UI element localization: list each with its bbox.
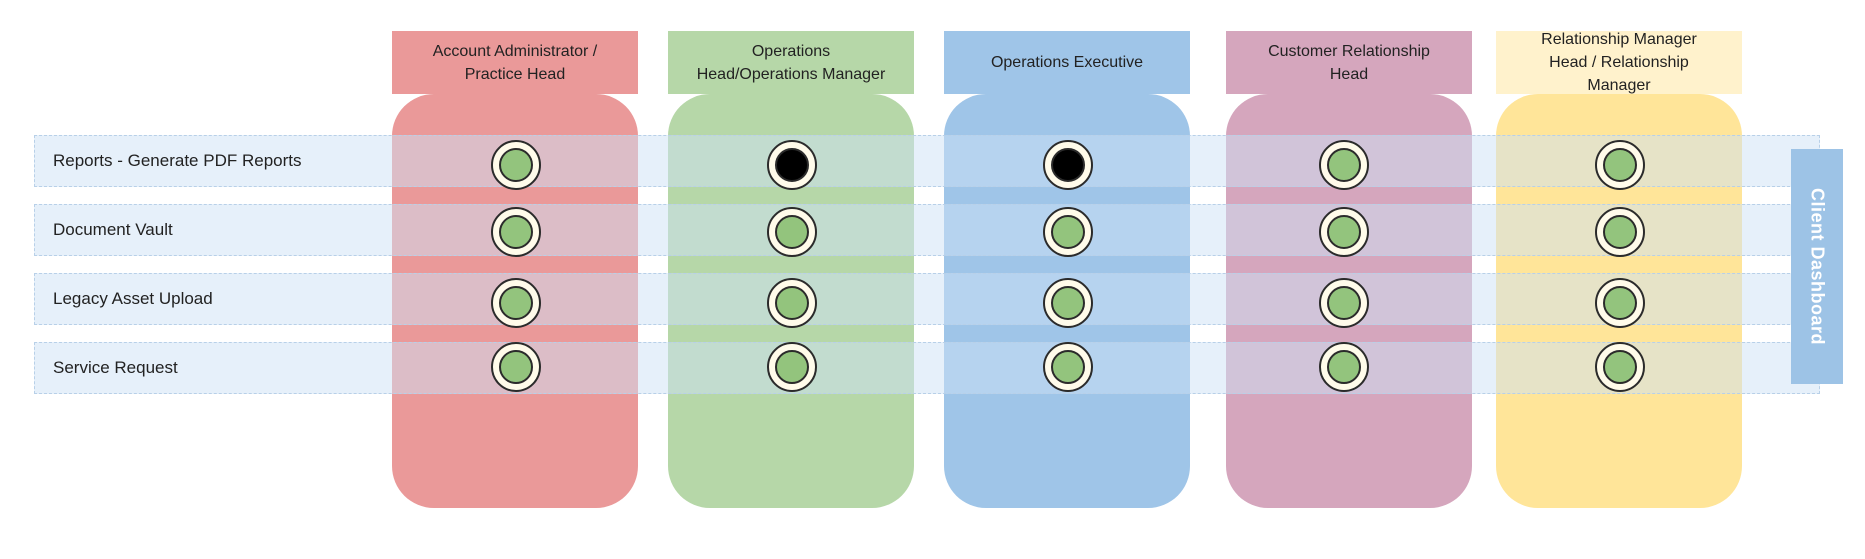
feature-label: Document Vault <box>53 220 173 239</box>
access-indicator-green <box>1319 342 1369 392</box>
section-tab-label: Client Dashboard <box>1807 187 1828 346</box>
access-indicator-green <box>1595 278 1645 328</box>
access-indicator-green <box>767 342 817 392</box>
access-indicator-fill <box>775 148 809 182</box>
feature-label: Reports - Generate PDF Reports <box>53 151 302 170</box>
access-indicator-green <box>491 278 541 328</box>
access-indicator-black <box>1043 140 1093 190</box>
role-header: Operations Executive <box>944 31 1190 94</box>
access-indicator-black <box>767 140 817 190</box>
role-header: Relationship Manager Head / Relationship… <box>1496 31 1742 94</box>
access-indicator-fill <box>1051 286 1085 320</box>
access-indicator-fill <box>775 215 809 249</box>
access-indicator-fill <box>1603 148 1637 182</box>
access-indicator-fill <box>499 215 533 249</box>
access-indicator-fill <box>775 350 809 384</box>
access-indicator-fill <box>1327 148 1361 182</box>
access-indicator-green <box>767 278 817 328</box>
access-indicator-green <box>1319 278 1369 328</box>
access-indicator-fill <box>1327 215 1361 249</box>
access-indicator-green <box>1043 342 1093 392</box>
feature-row-legacy-asset-upload: Legacy Asset Upload <box>34 273 1820 325</box>
access-indicator-fill <box>1603 215 1637 249</box>
access-indicator-fill <box>499 148 533 182</box>
access-indicator-green <box>1319 207 1369 257</box>
access-indicator-green <box>767 207 817 257</box>
access-indicator-fill <box>1051 215 1085 249</box>
role-header: Customer Relationship Head <box>1226 31 1472 94</box>
feature-row-service-request: Service Request <box>34 342 1820 394</box>
feature-row-document-vault: Document Vault <box>34 204 1820 256</box>
access-indicator-fill <box>1051 148 1085 182</box>
access-indicator-fill <box>1603 286 1637 320</box>
role-header: Account Administrator / Practice Head <box>392 31 638 94</box>
role-column-account-admin: Account Administrator / Practice Head <box>392 31 638 508</box>
access-indicator-green <box>1595 342 1645 392</box>
access-indicator-green <box>1595 140 1645 190</box>
access-indicator-fill <box>775 286 809 320</box>
feature-label: Legacy Asset Upload <box>53 289 213 308</box>
access-indicator-fill <box>499 350 533 384</box>
access-indicator-green <box>1043 207 1093 257</box>
access-indicator-fill <box>1603 350 1637 384</box>
access-indicator-fill <box>1327 350 1361 384</box>
role-column-operations-executive: Operations Executive <box>944 31 1190 508</box>
access-indicator-green <box>1595 207 1645 257</box>
feature-label: Service Request <box>53 358 178 377</box>
access-indicator-green <box>491 207 541 257</box>
role-header: Operations Head/Operations Manager <box>668 31 914 94</box>
access-indicator-fill <box>1327 286 1361 320</box>
access-indicator-green <box>491 342 541 392</box>
access-indicator-green <box>491 140 541 190</box>
access-indicator-fill <box>499 286 533 320</box>
access-indicator-fill <box>1051 350 1085 384</box>
access-indicator-green <box>1319 140 1369 190</box>
section-tab: Client Dashboard <box>1791 149 1843 384</box>
role-column-customer-relationship-head: Customer Relationship Head <box>1226 31 1472 508</box>
role-column-operations-head: Operations Head/Operations Manager <box>668 31 914 508</box>
access-indicator-green <box>1043 278 1093 328</box>
feature-row-reports: Reports - Generate PDF Reports <box>34 135 1820 187</box>
role-column-relationship-manager: Relationship Manager Head / Relationship… <box>1496 31 1742 508</box>
